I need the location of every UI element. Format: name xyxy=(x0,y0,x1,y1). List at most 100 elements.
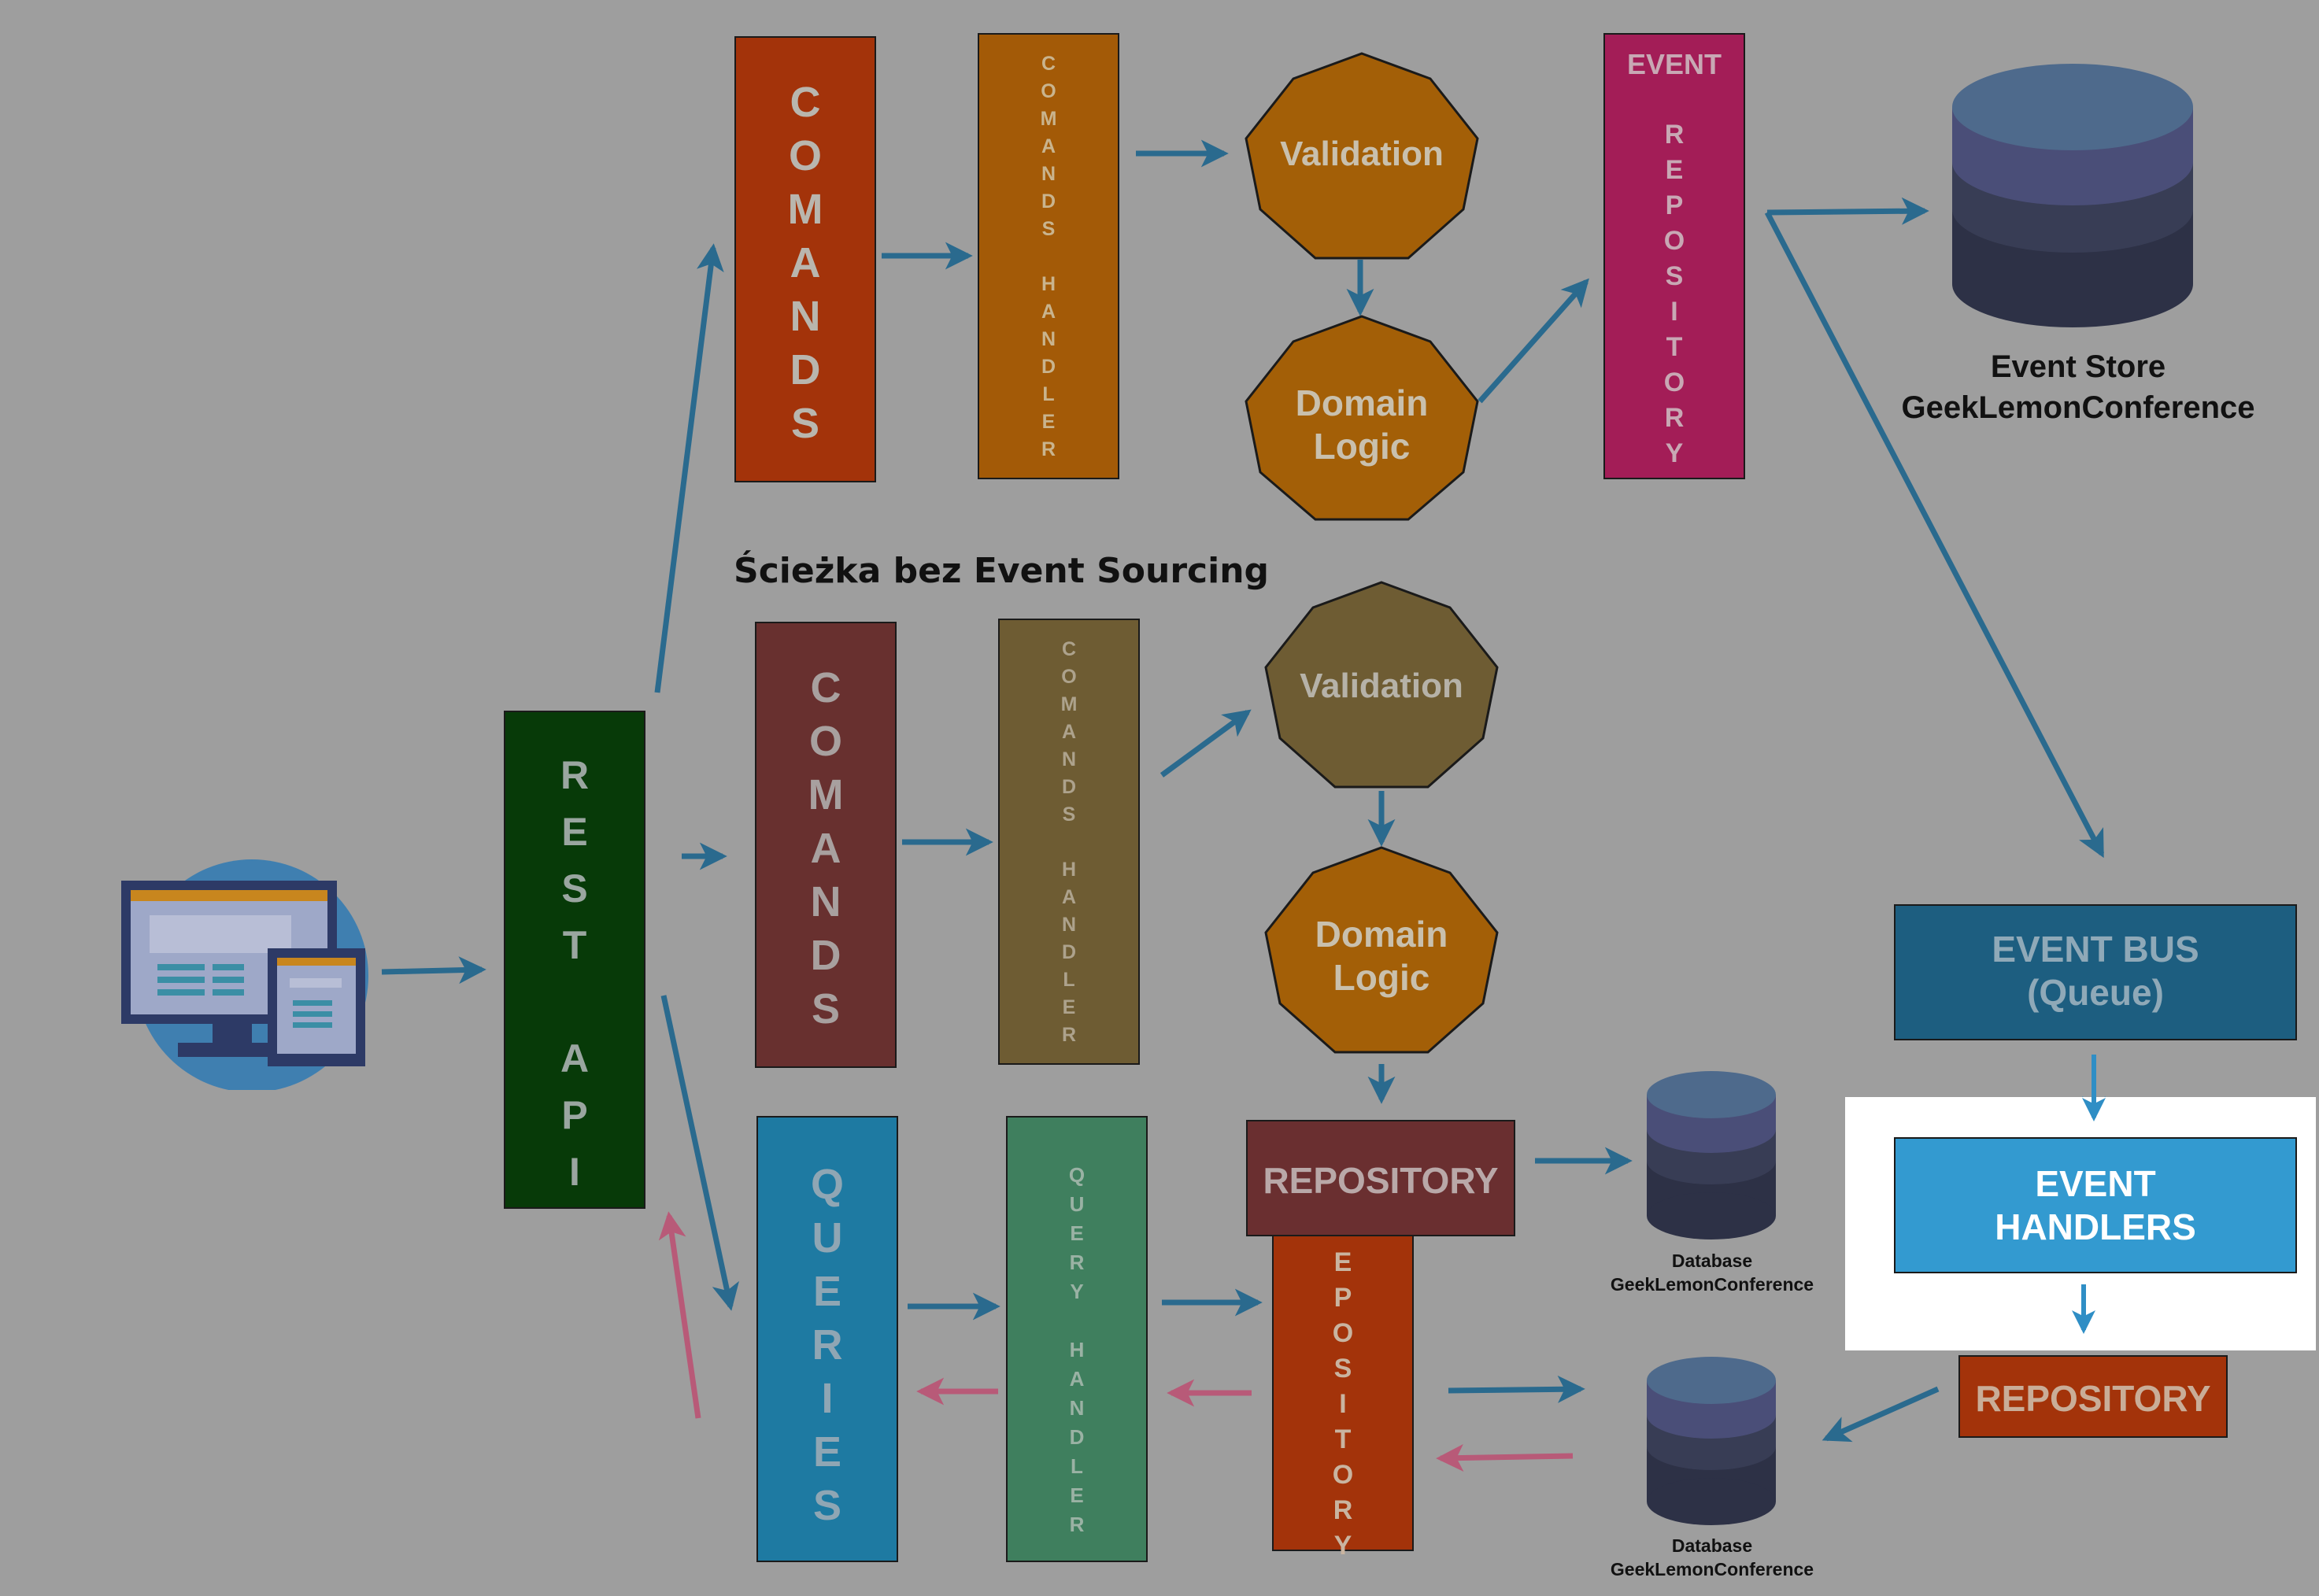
label-letter: Q xyxy=(810,1161,844,1208)
label-letter: D xyxy=(1041,356,1056,378)
label-letter: S xyxy=(1062,804,1076,826)
domain-logic-mid-shape xyxy=(1264,846,1499,1054)
label-letter: L xyxy=(1071,1454,1083,1478)
label-letter: E xyxy=(812,1428,842,1476)
event-bus-label: EVENT BUS (Queue) xyxy=(1992,929,2199,1014)
label-letter: C xyxy=(810,664,841,711)
label-letter: H xyxy=(1041,273,1056,295)
database-2-icon xyxy=(1647,1357,1776,1525)
label-letter: S xyxy=(812,1482,842,1529)
label-letter: L xyxy=(1042,383,1055,405)
repository-mid-box: REPOSITORY xyxy=(1246,1120,1515,1236)
arrow-return-queries-to-api xyxy=(658,1211,701,1419)
domain-logic-top-shape xyxy=(1245,315,1479,521)
label-letter: Y xyxy=(1070,1280,1084,1303)
label-letter: E xyxy=(812,1268,842,1315)
label-letter: H xyxy=(1069,1338,1085,1361)
label-letter: E xyxy=(1333,1247,1352,1277)
label-letter: M xyxy=(787,186,823,233)
label-letter: N xyxy=(810,878,841,925)
label-letter: T xyxy=(562,923,587,967)
label-letter: S xyxy=(561,866,588,911)
label-letter: D xyxy=(1061,941,1077,963)
label-letter: E xyxy=(1041,411,1056,433)
arrow-api-to-commands-top xyxy=(654,243,724,693)
label-letter: O xyxy=(1663,226,1685,256)
label-letter: I xyxy=(821,1375,834,1422)
label-letter: N xyxy=(1061,914,1077,936)
arrow-handler-to-validation-mid xyxy=(1160,709,1252,778)
label-letter: I xyxy=(1670,297,1678,327)
label-letter: A xyxy=(810,825,841,872)
label-letter: I xyxy=(569,1150,580,1194)
label-letter: I xyxy=(1339,1389,1347,1419)
label-letter: E xyxy=(1665,155,1684,185)
arrow-return-db2-to-repository xyxy=(1436,1443,1574,1472)
label-letter: R xyxy=(1333,1495,1353,1525)
label-letter: R xyxy=(560,753,590,797)
label-letter: A xyxy=(1061,721,1077,743)
label-letter: A xyxy=(1069,1367,1085,1391)
label-letter: A xyxy=(790,239,821,286)
arrow-repository-low-to-db2 xyxy=(1448,1375,1585,1403)
label-letter: S xyxy=(1041,218,1056,240)
label-letter: O xyxy=(1663,368,1685,397)
label-letter: O xyxy=(1061,666,1077,688)
event-handlers-label: EVENT HANDLERS xyxy=(1995,1163,2196,1248)
validation-top-shape xyxy=(1245,52,1479,260)
database-1-caption: Database GeekLemonConference xyxy=(1610,1251,1814,1295)
label-letter: T xyxy=(1334,1424,1352,1454)
label-letter: Y xyxy=(1333,1531,1352,1561)
event-handlers-box: EVENT HANDLERS xyxy=(1894,1137,2297,1273)
label-letter: S xyxy=(1665,261,1684,291)
repository-right-label: REPOSITORY xyxy=(1975,1378,2211,1419)
label-letter: N xyxy=(1041,328,1056,350)
label-letter: R xyxy=(1041,438,1056,460)
arrow-client-to-api xyxy=(381,956,486,985)
label-letter: N xyxy=(1069,1396,1085,1420)
label-letter: S xyxy=(790,400,820,447)
label-letter: E xyxy=(561,810,588,854)
label-letter: O xyxy=(1041,80,1056,102)
label-letter: P xyxy=(1333,1283,1352,1313)
label-letter: P xyxy=(1665,190,1684,220)
validation-top-label: Validation xyxy=(1280,135,1444,173)
desktop-tablet-icon xyxy=(118,854,370,1092)
arrow-logic-to-event-repo xyxy=(1478,278,1589,404)
label-letter: R xyxy=(1061,1024,1077,1046)
event-store-database-icon xyxy=(1952,64,2193,327)
label-letter: R xyxy=(1664,120,1685,150)
domain-logic-top-label: Domain Logic xyxy=(1295,382,1429,467)
label-letter: A xyxy=(560,1036,590,1081)
label-letter: S xyxy=(811,985,841,1033)
event-bus-box: EVENT BUS (Queue) xyxy=(1894,904,2297,1040)
label-letter: O xyxy=(1332,1318,1354,1348)
label-letter: Y xyxy=(1665,438,1684,468)
label-letter: N xyxy=(790,293,821,340)
label-letter: T xyxy=(1666,332,1683,362)
label-letter: D xyxy=(1061,776,1077,798)
label-letter: N xyxy=(1061,748,1077,770)
label-letter: R xyxy=(812,1321,843,1369)
database-2-caption: Database GeekLemonConference xyxy=(1610,1535,1814,1579)
label-letter: U xyxy=(812,1214,843,1262)
label-letter: D xyxy=(1069,1425,1085,1449)
repository-mid-label: REPOSITORY xyxy=(1263,1160,1499,1201)
label-letter: D xyxy=(810,932,841,979)
label-letter: R xyxy=(1664,403,1685,433)
label-letter: E xyxy=(1062,996,1076,1018)
label-letter: P xyxy=(561,1093,588,1137)
label-letter: O xyxy=(808,718,842,765)
label-letter: C xyxy=(1061,638,1077,660)
label-letter: E xyxy=(1070,1483,1084,1507)
